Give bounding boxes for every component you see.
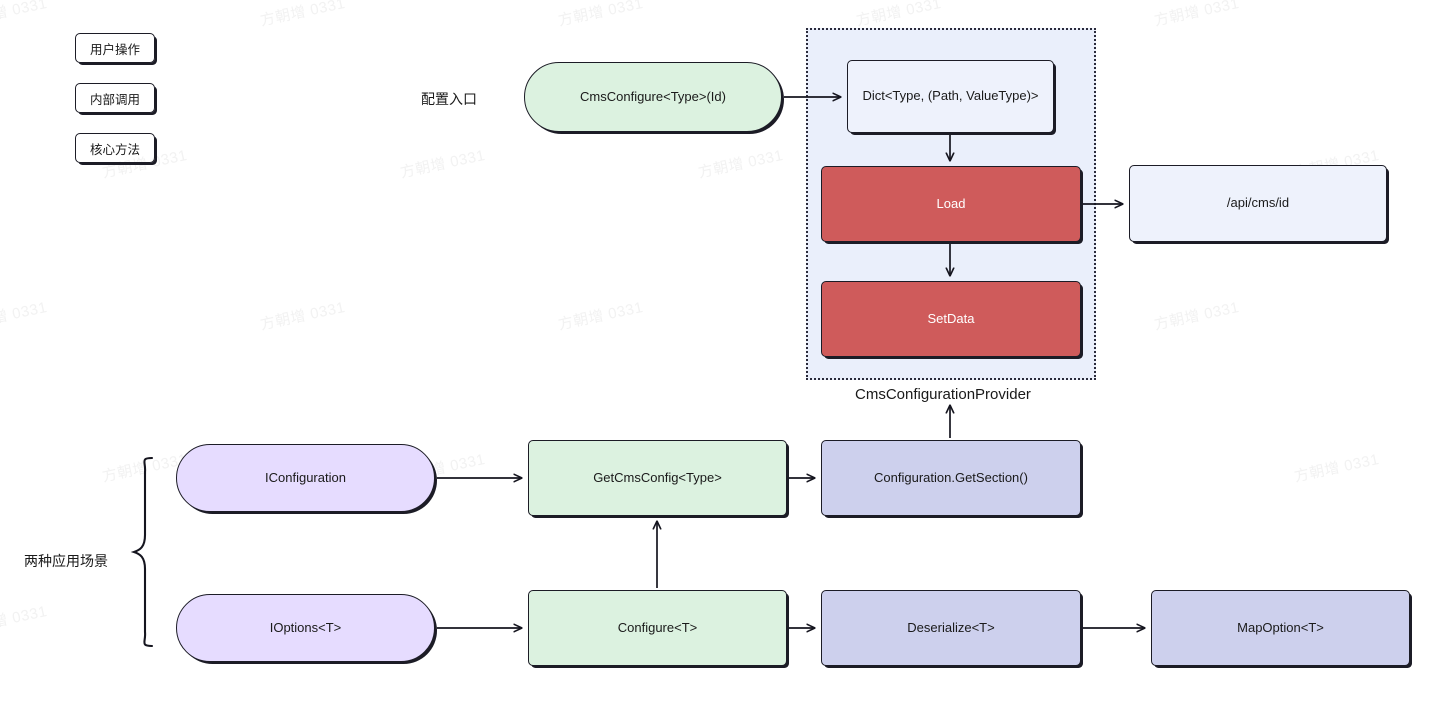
legend-item-label: 用户操作 <box>89 42 140 57</box>
node-label: Deserialize<T> <box>907 619 995 635</box>
legend-item-core-method: 核心方法 <box>75 133 155 163</box>
node-dict[interactable]: Dict<Type, (Path, ValueType)> <box>847 60 1054 133</box>
node-label: Dict<Type, (Path, ValueType)> <box>862 88 1039 104</box>
legend-item-internal-call: 内部调用 <box>75 83 155 113</box>
node-label: Load <box>936 195 966 211</box>
node-map-option-t[interactable]: MapOption<T> <box>1151 590 1410 666</box>
node-load[interactable]: Load <box>821 166 1081 242</box>
scenarios-label: 两种应用场景 <box>24 553 108 569</box>
node-label: CmsConfigure<Type>(Id) <box>580 88 726 104</box>
node-set-data[interactable]: SetData <box>821 281 1081 357</box>
node-deserialize-t[interactable]: Deserialize<T> <box>821 590 1081 666</box>
provider-caption-label: CmsConfigurationProvider <box>855 386 1031 403</box>
legend-item-user-action: 用户操作 <box>75 33 155 63</box>
node-get-section[interactable]: Configuration.GetSection() <box>821 440 1081 516</box>
node-api-endpoint[interactable]: /api/cms/id <box>1129 165 1387 242</box>
node-label: IOptions<T> <box>269 619 342 635</box>
node-configure-t[interactable]: Configure<T> <box>528 590 787 666</box>
node-label: SetData <box>927 310 975 326</box>
entry-point-label: 配置入口 <box>421 91 477 107</box>
node-label: IConfiguration <box>265 469 346 485</box>
node-iconfiguration[interactable]: IConfiguration <box>176 444 435 512</box>
node-cms-configure[interactable]: CmsConfigure<Type>(Id) <box>524 62 782 132</box>
node-label: Configuration.GetSection() <box>874 469 1028 485</box>
node-label: GetCmsConfig<Type> <box>593 469 722 485</box>
node-ioptions[interactable]: IOptions<T> <box>176 594 435 662</box>
node-get-cms-config[interactable]: GetCmsConfig<Type> <box>528 440 787 516</box>
node-label: Configure<T> <box>617 619 698 635</box>
node-label: /api/cms/id <box>1226 195 1290 211</box>
legend-item-label: 核心方法 <box>89 142 140 157</box>
node-label: MapOption<T> <box>1237 619 1324 635</box>
legend-item-label: 内部调用 <box>89 92 140 107</box>
